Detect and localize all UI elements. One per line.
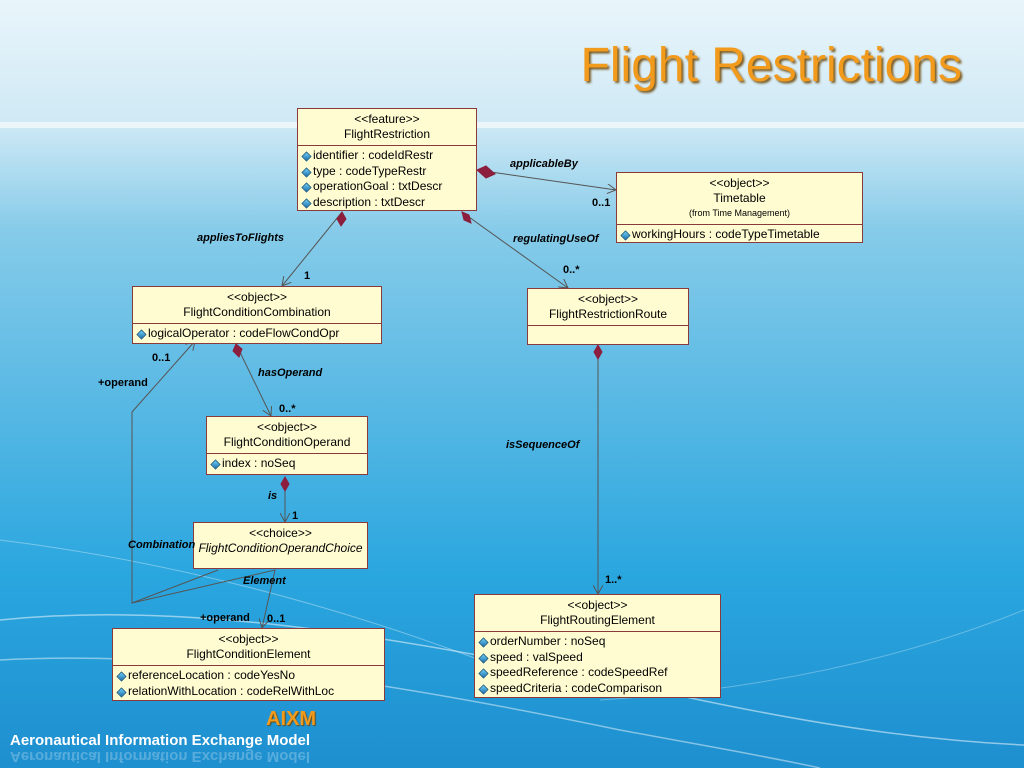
attribute-icon — [478, 653, 489, 664]
association-label-combination: Combination — [128, 539, 196, 551]
attribute-icon — [620, 230, 631, 241]
association-label-has-operand: hasOperand — [258, 367, 323, 379]
class-attribute: speedCriteria : codeComparison — [478, 681, 716, 697]
attribute-icon — [478, 637, 489, 648]
attribute-icon — [116, 687, 127, 698]
attribute-icon — [478, 668, 489, 679]
class-attribute: workingHours : codeTypeTimetable — [620, 227, 858, 243]
class-stereotype: <<object>> — [709, 176, 770, 190]
class-attribute: speed : valSpeed — [478, 650, 716, 666]
multiplicity-has-operand-source: 0..1 — [152, 352, 171, 364]
class-attribute: identifier : codeIdRestr — [301, 148, 472, 164]
attribute-icon — [301, 151, 312, 162]
class-flight-restriction-route[interactable]: <<object>>FlightRestrictionRoute — [527, 288, 689, 345]
attribute-icon — [301, 182, 312, 193]
class-stereotype: <<object>> — [577, 292, 639, 306]
class-flight-condition-element[interactable]: <<object>>FlightConditionElement referen… — [112, 628, 385, 701]
multiplicity-is-sequence-of: 1..* — [605, 574, 622, 586]
attribute-icon — [478, 684, 489, 695]
class-stereotype: <<feature>> — [354, 112, 420, 126]
class-package-note: (from Time Management) — [688, 208, 791, 218]
footer-text: Aeronautical Information Exchange Model — [10, 732, 311, 749]
association-label-is-sequence-of: isSequenceOf — [506, 439, 580, 451]
multiplicity-has-operand: 0..* — [279, 403, 296, 415]
class-attribute: operationGoal : txtDescr — [301, 179, 472, 195]
multiplicity-is: 1 — [292, 510, 299, 522]
class-attribute: referenceLocation : codeYesNo — [116, 668, 380, 684]
class-name: FlightConditionOperandChoice — [198, 541, 363, 555]
class-flight-condition-operand[interactable]: <<object>>FlightConditionOperand index :… — [206, 416, 368, 475]
class-flight-condition-operand-choice[interactable]: <<choice>>FlightConditionOperandChoice — [193, 522, 368, 569]
association-label-applicable-by: applicableBy — [510, 158, 578, 170]
attribute-icon — [301, 167, 312, 178]
slide-title: Flight Restrictions — [580, 39, 962, 92]
role-element-operand: +operand — [200, 612, 250, 624]
class-name: FlightConditionOperand — [223, 435, 351, 449]
aixm-logo-text: AIXM — [266, 708, 316, 730]
class-flight-routing-element[interactable]: <<object>>FlightRoutingElement orderNumb… — [474, 594, 721, 698]
association-label-applies-to-flights: appliesToFlights — [197, 232, 284, 244]
class-attribute: orderNumber : noSeq — [478, 634, 716, 650]
attribute-icon — [116, 671, 127, 682]
class-attribute: description : txtDescr — [301, 195, 472, 211]
attribute-icon — [301, 198, 312, 209]
multiplicity-regulating-use-of: 0..* — [563, 264, 580, 276]
class-name: Timetable — [713, 191, 766, 205]
class-name: FlightConditionElement — [186, 647, 311, 661]
class-name: FlightRestrictionRoute — [548, 307, 668, 321]
class-attribute: speedReference : codeSpeedRef — [478, 665, 716, 681]
multiplicity-applicable-by: 0..1 — [592, 197, 611, 209]
class-name: FlightRoutingElement — [540, 613, 655, 627]
class-attribute: logicalOperator : codeFlowCondOpr — [136, 326, 377, 342]
attribute-icon — [210, 459, 221, 470]
class-stereotype: <<object>> — [226, 290, 288, 304]
multiplicity-applies-to-flights: 1 — [304, 270, 311, 282]
class-name: FlightRestriction — [343, 127, 431, 141]
association-label-is: is — [268, 490, 278, 502]
class-stereotype: <<object>> — [218, 632, 279, 646]
role-combination-operand: +operand — [98, 377, 148, 389]
class-timetable[interactable]: <<object>>Timetable (from Time Management… — [616, 172, 863, 243]
class-attribute: type : codeTypeRestr — [301, 164, 472, 180]
association-label-regulating-use-of: regulatingUseOf — [513, 233, 599, 245]
class-flight-condition-combination[interactable]: <<object>>FlightConditionCombination log… — [132, 286, 382, 344]
association-label-element: Element — [243, 575, 286, 587]
class-attribute: index : noSeq — [210, 456, 363, 472]
class-attribute: relationWithLocation : codeRelWithLoc — [116, 684, 380, 700]
class-name: FlightConditionCombination — [183, 305, 331, 319]
class-stereotype: <<object>> — [567, 598, 628, 612]
attribute-icon — [136, 329, 147, 340]
class-stereotype: <<choice>> — [249, 526, 312, 540]
class-stereotype: <<object>> — [256, 420, 318, 434]
class-flight-restriction[interactable]: <<feature>>FlightRestriction identifier … — [297, 108, 477, 211]
multiplicity-element: 0..1 — [267, 613, 286, 625]
footer-reflection: Aeronautical Information Exchange Model — [10, 748, 311, 765]
